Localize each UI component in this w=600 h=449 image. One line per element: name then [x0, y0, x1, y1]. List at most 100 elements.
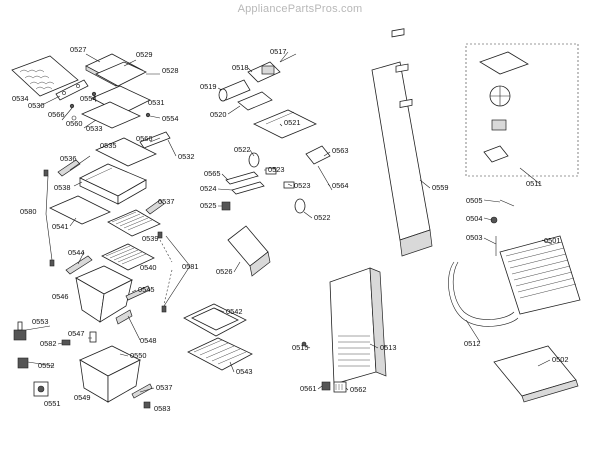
label-0581: 0581 [182, 262, 198, 271]
part-0546-drawer-bin[interactable] [75, 265, 133, 323]
part-0540-crisper-cover-grille[interactable] [101, 243, 155, 271]
part-0526-ice-chute-housing[interactable] [227, 225, 271, 277]
label-0554b: 0554 [162, 114, 178, 123]
part-0583-clip[interactable] [143, 401, 151, 409]
part-0523-switch-upper[interactable] [265, 167, 277, 175]
part-0581-clips-right[interactable] [157, 231, 173, 313]
label-0502: 0502 [552, 355, 568, 364]
part-0512-defrost-heater[interactable] [448, 261, 519, 327]
label-0559: 0559 [432, 183, 448, 192]
part-0520-ice-bucket-shaft[interactable] [237, 91, 273, 111]
part-0580-clip-left[interactable] [43, 169, 55, 267]
part-0538-crisper-drawer[interactable] [79, 163, 147, 205]
part-0549-lower-drawer[interactable] [79, 345, 141, 403]
part-0553-hinge-bracket[interactable] [13, 321, 27, 341]
part-0563-flap[interactable] [305, 145, 331, 165]
label-0538: 0538 [54, 183, 70, 192]
part-0548-rail-guide[interactable] [115, 309, 133, 325]
label-0524: 0524 [200, 184, 216, 193]
part-0518-ice-maker-motor[interactable] [247, 61, 281, 83]
label-0537a: 0537 [158, 197, 174, 206]
part-0523-switch-lower[interactable] [283, 181, 295, 189]
part-0564-spring-rod[interactable] [317, 165, 333, 191]
part-0501-evaporator[interactable] [499, 235, 581, 315]
label-0563: 0563 [332, 146, 348, 155]
label-0522b: 0522 [314, 213, 330, 222]
watermark: AppliancePartsPros.com [237, 3, 363, 15]
part-0537-slide-rail-lower[interactable] [131, 383, 153, 399]
label-0539: 0539 [142, 234, 158, 243]
label-0565: 0565 [204, 169, 220, 178]
label-0503: 0503 [466, 233, 482, 242]
part-0547-clip[interactable] [89, 331, 97, 343]
label-0566a: 0566 [48, 110, 64, 119]
part-0521-dispenser-frame[interactable] [253, 109, 317, 139]
part-0544-slide-rail[interactable] [65, 255, 93, 275]
part-0541-glass-cover[interactable] [49, 195, 111, 225]
label-0530: 0530 [28, 101, 44, 110]
label-0517: 0517 [270, 47, 286, 56]
label-0501: 0501 [544, 236, 560, 245]
label-0521: 0521 [284, 118, 300, 127]
part-0524-lever[interactable] [231, 181, 265, 195]
part-0533-glass-shelf[interactable] [81, 101, 141, 129]
label-0564: 0564 [332, 181, 348, 190]
label-0583: 0583 [154, 404, 170, 413]
part-0522-valve-lower[interactable] [294, 198, 306, 214]
part-0545-slide-rail[interactable] [125, 285, 151, 301]
part-0536-slide-rail[interactable] [57, 159, 81, 177]
label-0504: 0504 [466, 214, 482, 223]
label-0541: 0541 [52, 222, 68, 231]
label-0551: 0551 [44, 399, 60, 408]
part-0554-screws[interactable] [91, 91, 151, 118]
label-0526: 0526 [216, 267, 232, 276]
part-0543-grille[interactable] [187, 337, 253, 371]
part-0528-shelf-rail[interactable] [95, 61, 147, 87]
label-0523b: 0523 [294, 181, 310, 190]
label-0532: 0532 [178, 152, 194, 161]
label-0533: 0533 [86, 124, 102, 133]
part-0511-fan-assembly-box[interactable] [465, 43, 579, 177]
part-0552-hinge[interactable] [17, 357, 29, 369]
part-0517-tube[interactable] [279, 53, 297, 63]
part-0582-clip[interactable] [61, 339, 71, 346]
part-0539-crisper-cover-grille[interactable] [107, 209, 161, 237]
label-0552: 0552 [38, 361, 54, 370]
label-0520: 0520 [210, 110, 226, 119]
label-0528: 0528 [162, 66, 178, 75]
label-0518: 0518 [232, 63, 248, 72]
label-0545: 0545 [138, 285, 154, 294]
label-0561: 0561 [300, 384, 316, 393]
part-0530-bracket[interactable] [55, 79, 89, 101]
label-0515: 0515 [292, 343, 308, 352]
label-0519: 0519 [200, 82, 216, 91]
label-0535: 0535 [100, 141, 116, 150]
part-0534-egg-tray[interactable] [11, 55, 79, 97]
part-0565-lever[interactable] [225, 171, 259, 185]
label-0547: 0547 [68, 329, 84, 338]
part-0551-hinge-block[interactable] [33, 381, 49, 397]
label-0544: 0544 [68, 248, 84, 257]
part-0515-screw[interactable] [301, 341, 307, 347]
part-0502-drain-trough[interactable] [493, 345, 579, 403]
part-0562-filter[interactable] [333, 381, 347, 393]
label-0543: 0543 [236, 367, 252, 376]
part-0519-auger[interactable] [218, 79, 251, 102]
label-0525: 0525 [200, 201, 216, 210]
part-0537-slide-rail-upper[interactable] [145, 199, 165, 215]
part-0505-screw[interactable] [499, 199, 515, 207]
part-0513-evaporator-cover[interactable] [329, 267, 387, 385]
part-0560-clip[interactable] [71, 115, 77, 121]
leader-lines [25, 51, 553, 393]
part-0522-valve-upper[interactable] [248, 152, 260, 168]
part-0535-glass-shelf[interactable] [95, 137, 157, 167]
label-0550: 0550 [130, 351, 146, 360]
label-0546: 0546 [52, 292, 68, 301]
part-0525-microswitch[interactable] [221, 201, 231, 211]
part-0559-rear-panel[interactable] [371, 28, 433, 257]
label-0566b: 0566 [136, 134, 152, 143]
label-0562: 0562 [350, 385, 366, 394]
part-0561-fan-motor[interactable] [321, 381, 331, 391]
part-0542-tray-frame[interactable] [183, 303, 247, 337]
